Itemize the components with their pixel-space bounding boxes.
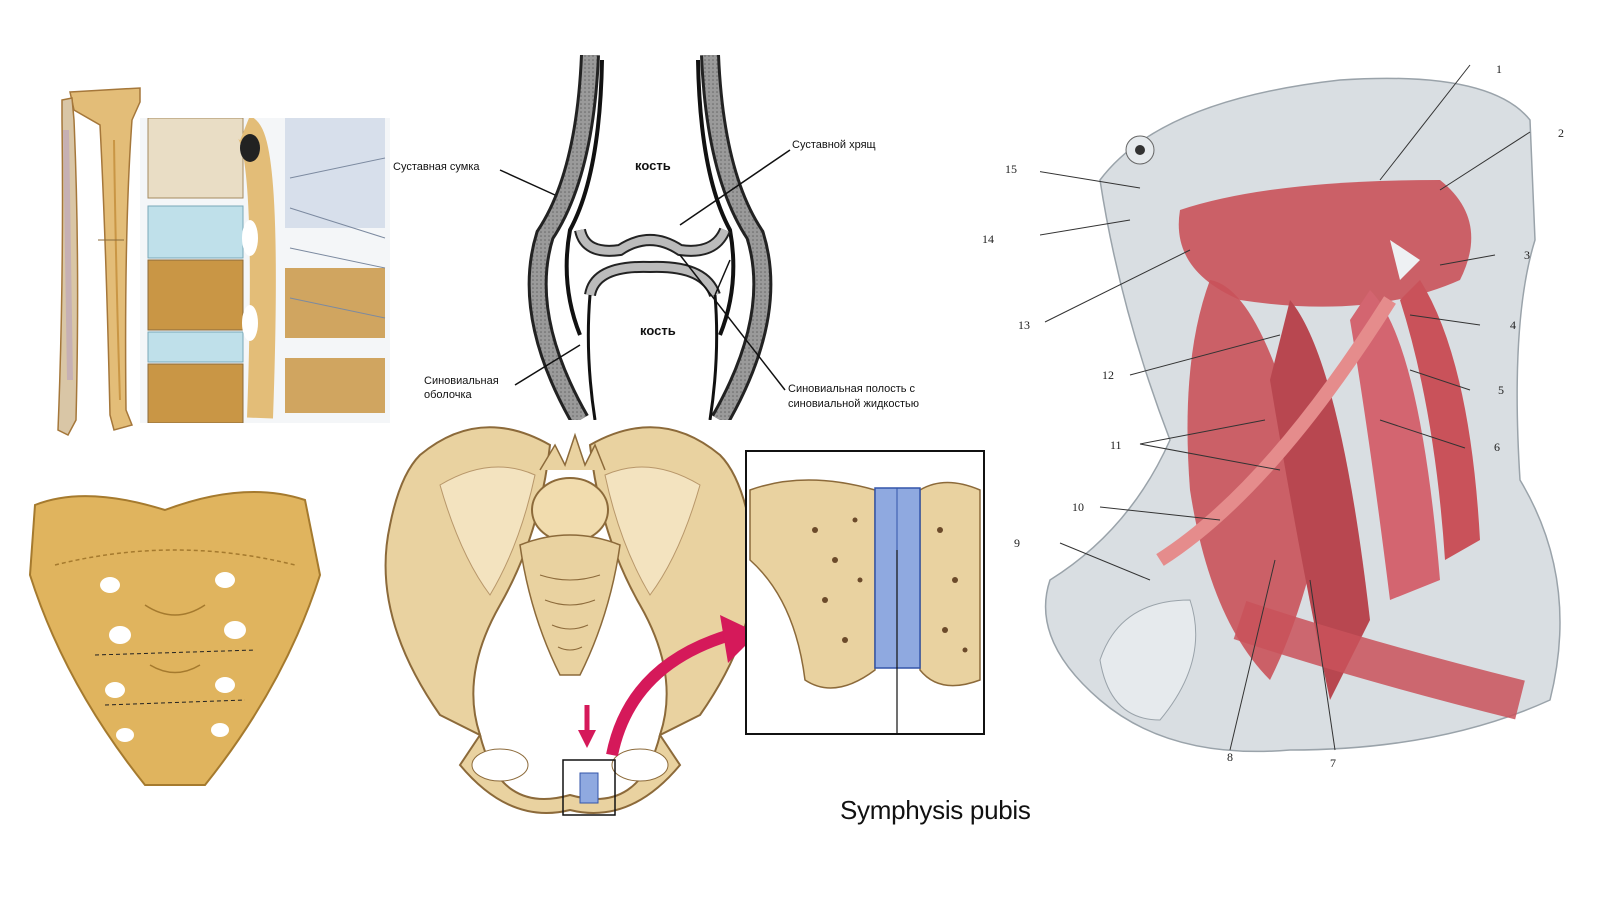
- neck-label-4: 4: [1510, 318, 1516, 332]
- neck-label-13: 13: [1018, 318, 1030, 332]
- bone-top-label: кость: [635, 158, 671, 173]
- neck-label-11: 11: [1110, 438, 1122, 452]
- neck-label-7: 7: [1330, 756, 1336, 770]
- neck-muscles-illustration: [1040, 60, 1590, 780]
- neck-label-12: 12: [1102, 368, 1114, 382]
- neck-label-1: 1: [1496, 62, 1502, 76]
- neck-label-9: 9: [1014, 536, 1020, 550]
- pelvis-illustration: [380, 415, 760, 825]
- symphysis-pubis-caption: Symphysis pubis: [840, 795, 1031, 825]
- neck-label-10: 10: [1072, 500, 1084, 514]
- cartilage-label: Суставной хрящ: [792, 139, 876, 151]
- synovial-membrane-label-1: Синовиальная: [424, 375, 499, 387]
- neck-label-15: 15: [1005, 162, 1017, 176]
- synovial-joint-diagram: кость кость Суставная сумка Суставной хр…: [380, 55, 980, 420]
- vertebral-column-section: [140, 118, 390, 423]
- neck-label-14: 14: [982, 232, 994, 246]
- neck-label-5: 5: [1498, 383, 1504, 397]
- neck-label-8: 8: [1227, 750, 1233, 764]
- symphysis-inset: [745, 450, 985, 735]
- sacrum-illustration: [25, 485, 325, 795]
- tibia-fibula-illustration: [40, 80, 150, 460]
- neck-label-3: 3: [1524, 248, 1530, 262]
- synovial-cavity-label-2: синовиальной жидкостью: [788, 398, 919, 410]
- synovial-membrane-label-2: оболочка: [424, 389, 472, 401]
- capsule-label: Суставная сумка: [393, 161, 480, 173]
- synovial-cavity-label-1: Синовиальная полость с: [788, 383, 916, 395]
- neck-label-2: 2: [1558, 126, 1564, 140]
- bone-bottom-label: кость: [640, 323, 676, 338]
- neck-label-6: 6: [1494, 440, 1500, 454]
